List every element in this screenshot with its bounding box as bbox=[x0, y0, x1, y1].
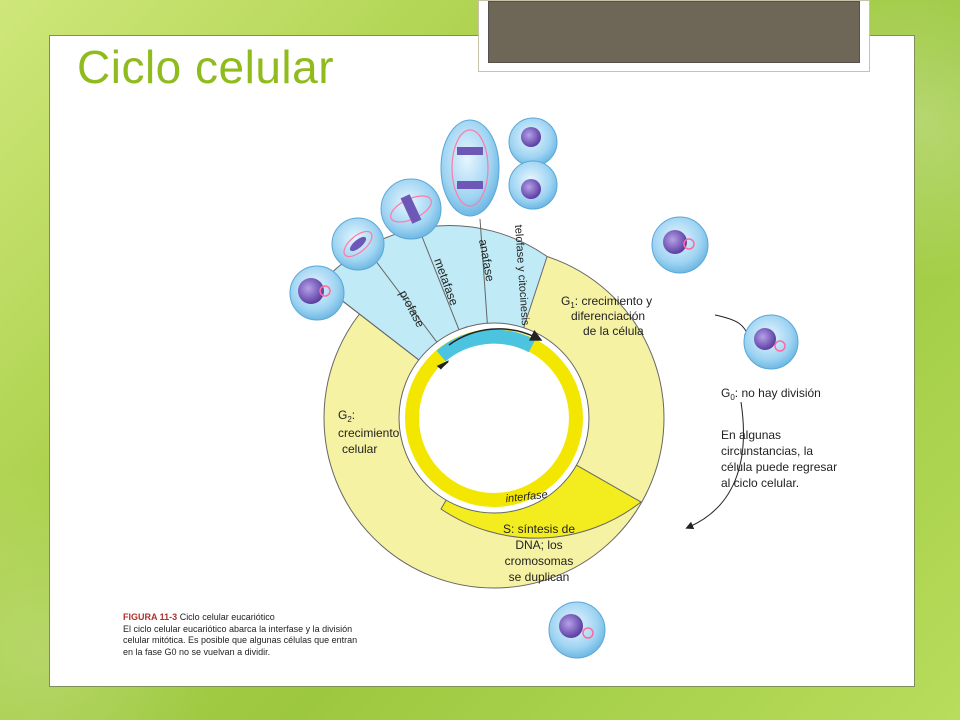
svg-text:S: síntesis de: S: síntesis de bbox=[503, 522, 575, 536]
cell-cycle-diagram: profase metafase anafase telofase y cito… bbox=[289, 117, 837, 659]
svg-text:se duplican: se duplican bbox=[509, 570, 570, 584]
svg-text:DNA; los: DNA; los bbox=[515, 538, 562, 552]
cell-profase-icon bbox=[289, 265, 345, 321]
cell-anafase-icon bbox=[440, 119, 500, 217]
svg-text:crecimiento: crecimiento bbox=[338, 426, 400, 440]
cell-g1-icon bbox=[651, 216, 709, 274]
cell-telofase-icon bbox=[508, 117, 558, 210]
svg-text:cromosomas: cromosomas bbox=[505, 554, 574, 568]
decorative-tab-inner bbox=[488, 1, 860, 63]
decorative-tab bbox=[478, 0, 870, 72]
svg-text:circunstancias, la: circunstancias, la bbox=[721, 444, 813, 458]
caption-title-line: FIGURA 11-3 Ciclo celular eucariótico bbox=[123, 612, 453, 624]
svg-text:G1: crecimiento y: G1: crecimiento y bbox=[561, 294, 652, 310]
svg-text:de la célula: de la célula bbox=[583, 324, 644, 338]
arrow-to-g0 bbox=[714, 314, 752, 341]
figure-caption: FIGURA 11-3 Ciclo celular eucariótico El… bbox=[123, 612, 453, 658]
caption-line-2: celular mitótica. Es posible que algunas… bbox=[123, 635, 358, 645]
s-phase-text: S: síntesis de DNA; los cromosomas se du… bbox=[503, 522, 575, 584]
svg-text:célula puede regresar: célula puede regresar bbox=[721, 460, 837, 474]
cycle-ring bbox=[320, 218, 665, 589]
mitosis-arrow bbox=[448, 328, 543, 346]
caption-line-3: en la fase G0 no se vuelvan a dividir. bbox=[123, 646, 271, 657]
cell-images bbox=[289, 117, 799, 659]
mitosis-arc bbox=[436, 329, 536, 362]
cell-metafase-icon bbox=[380, 178, 442, 240]
g1-text: G1: crecimiento y diferenciación de la c… bbox=[561, 294, 652, 338]
caption-line-1: El ciclo celular eucariótico abarca la i… bbox=[123, 623, 353, 634]
slide-title: Ciclo celular bbox=[77, 41, 335, 93]
cell-s-phase-icon bbox=[548, 601, 606, 659]
svg-text:G2:: G2: bbox=[338, 408, 355, 424]
svg-text:En algunas: En algunas bbox=[721, 428, 781, 442]
g2-text: G2: crecimiento celular bbox=[338, 408, 400, 456]
caption-title-rest: Ciclo celular eucariótico bbox=[177, 612, 275, 622]
cell-cycle-figure: profase metafase anafase telofase y cito… bbox=[49, 35, 913, 685]
cell-prometafase-icon bbox=[331, 217, 385, 271]
g0-text: G0: no hay división En algunas circunsta… bbox=[721, 386, 837, 490]
cell-g0-icon bbox=[743, 314, 799, 370]
svg-text:al ciclo celular.: al ciclo celular. bbox=[721, 476, 799, 490]
svg-text:diferenciación: diferenciación bbox=[571, 309, 645, 323]
caption-title: FIGURA 11-3 bbox=[123, 612, 178, 622]
arrow-back-to-cycle bbox=[685, 401, 744, 530]
svg-text:celular: celular bbox=[342, 442, 377, 456]
svg-text:G0: no hay división: G0: no hay división bbox=[721, 386, 821, 402]
label-interfase: interfase bbox=[505, 489, 548, 505]
